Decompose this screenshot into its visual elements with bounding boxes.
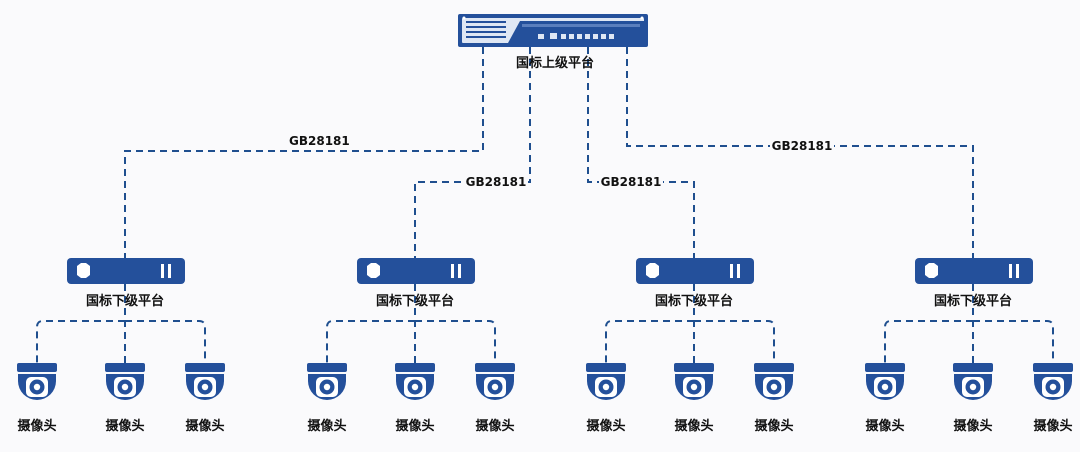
dome-camera-icon	[105, 363, 145, 400]
camera-node: 摄像头	[475, 363, 515, 434]
camera-node: 摄像头	[307, 363, 347, 434]
protocol-label: GB28181	[466, 175, 527, 189]
camera-node: 摄像头	[953, 363, 993, 434]
protocol-label: GB28181	[601, 175, 662, 189]
subordinate-platform-label: 国标下级平台	[376, 293, 454, 309]
camera-node: 摄像头	[674, 363, 714, 434]
protocol-label: GB28181	[289, 134, 350, 148]
nvr-device-icon	[636, 258, 754, 284]
platform-group: 国标下级平台摄像头摄像头摄像头	[865, 258, 1073, 434]
camera-link	[326, 320, 415, 363]
camera-node: 摄像头	[865, 363, 905, 434]
dome-camera-icon	[185, 363, 225, 400]
camera-node: 摄像头	[17, 363, 57, 434]
dome-camera-icon	[1033, 363, 1073, 400]
nvr-device-icon	[915, 258, 1033, 284]
protocol-label: GB28181	[772, 139, 833, 153]
camera-link	[415, 320, 496, 363]
camera-node: 摄像头	[586, 363, 626, 434]
top-platform-label: 国标上级平台	[516, 55, 594, 71]
camera-label: 摄像头	[953, 418, 992, 434]
camera-node: 摄像头	[754, 363, 794, 434]
camera-link	[694, 320, 775, 363]
camera-label: 摄像头	[754, 418, 793, 434]
camera-label: 摄像头	[307, 418, 346, 434]
dome-camera-icon	[953, 363, 993, 400]
trunk-link	[124, 47, 484, 258]
camera-label: 摄像头	[17, 418, 56, 434]
camera-link	[884, 320, 973, 363]
subordinate-platform-label: 国标下级平台	[655, 293, 733, 309]
protocol-label-bg	[464, 175, 528, 189]
camera-label: 摄像头	[105, 418, 144, 434]
dome-camera-icon	[674, 363, 714, 400]
camera-node: 摄像头	[1033, 363, 1073, 434]
camera-label: 摄像头	[674, 418, 713, 434]
dome-camera-icon	[865, 363, 905, 400]
camera-node: 摄像头	[105, 363, 145, 434]
camera-link	[605, 320, 694, 363]
camera-label: 摄像头	[1033, 418, 1072, 434]
nvr-device-icon	[67, 258, 185, 284]
dome-camera-icon	[586, 363, 626, 400]
trunk-link	[414, 47, 531, 258]
subordinate-platform-label: 国标下级平台	[86, 293, 164, 309]
platform-group: 国标下级平台摄像头摄像头摄像头	[307, 258, 515, 434]
connection-lines	[124, 47, 974, 258]
top-platform-server: 国标上级平台	[458, 14, 648, 71]
dome-camera-icon	[475, 363, 515, 400]
trunk-link	[626, 47, 974, 258]
camera-link	[36, 320, 125, 363]
protocol-label-bg	[770, 139, 834, 153]
subordinate-platform-label: 国标下级平台	[934, 293, 1012, 309]
subordinate-platform-groups: 国标下级平台摄像头摄像头摄像头国标下级平台摄像头摄像头摄像头国标下级平台摄像头摄…	[17, 258, 1073, 434]
camera-label: 摄像头	[185, 418, 224, 434]
camera-link	[973, 320, 1054, 363]
protocol-label-bg	[285, 134, 349, 148]
platform-group: 国标下级平台摄像头摄像头摄像头	[17, 258, 225, 434]
rack-server-icon	[458, 14, 648, 47]
camera-link	[125, 320, 206, 363]
dome-camera-icon	[307, 363, 347, 400]
nvr-device-icon	[357, 258, 475, 284]
dome-camera-icon	[17, 363, 57, 400]
trunk-link	[587, 47, 695, 258]
camera-label: 摄像头	[475, 418, 514, 434]
dome-camera-icon	[395, 363, 435, 400]
dome-camera-icon	[754, 363, 794, 400]
camera-label: 摄像头	[395, 418, 434, 434]
camera-node: 摄像头	[185, 363, 225, 434]
camera-node: 摄像头	[395, 363, 435, 434]
platform-group: 国标下级平台摄像头摄像头摄像头	[586, 258, 794, 434]
protocol-label-bg	[599, 175, 663, 189]
camera-label: 摄像头	[586, 418, 625, 434]
camera-label: 摄像头	[865, 418, 904, 434]
